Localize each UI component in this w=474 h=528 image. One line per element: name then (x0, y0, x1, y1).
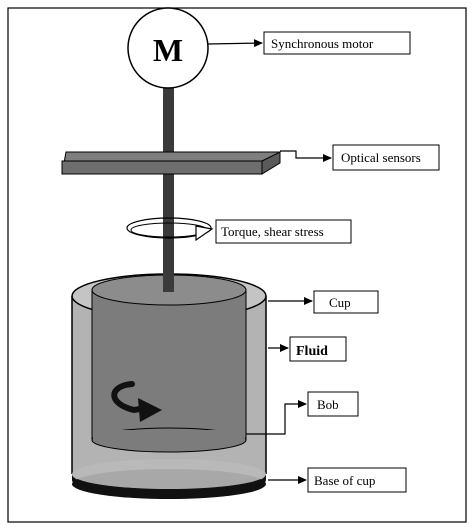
motor-circle (127, 7, 209, 89)
rotation-arrow-curve (111, 381, 149, 414)
fluid-floor (72, 459, 266, 489)
torque-label-box (215, 219, 352, 244)
shaft (163, 86, 174, 292)
torque-arrow-head (195, 225, 214, 242)
fluid-label-box (289, 336, 347, 362)
sensors-label-box (332, 144, 440, 171)
bob-body (91, 289, 247, 441)
bob-label-box (307, 391, 359, 417)
rotation-arrow-head (138, 398, 162, 422)
torque-label: Torque, shear stress (221, 224, 324, 239)
bob-bottom-fill (93, 430, 245, 440)
bob (91, 274, 247, 453)
bob-label: Bob (317, 397, 339, 412)
base-label-box (307, 467, 407, 493)
sensors-label: Optical sensors (341, 150, 421, 165)
bob-arrow (246, 400, 307, 435)
optical-sensor-bar-front (61, 160, 263, 175)
optical-sensor-bar-side (261, 151, 281, 175)
motor-label-box (263, 31, 411, 55)
fluid-label: Fluid (296, 344, 328, 359)
torque-ring (126, 217, 212, 239)
motor-label: Synchronous motor (271, 36, 374, 51)
sensors-arrow (280, 150, 332, 162)
cup-label: Cup (329, 295, 351, 310)
base-label: Base of cup (314, 473, 375, 488)
cup-label-box (313, 290, 379, 314)
motor-arrow (207, 39, 263, 48)
torque-arrow (126, 217, 214, 242)
motor-symbol: M (153, 32, 183, 68)
